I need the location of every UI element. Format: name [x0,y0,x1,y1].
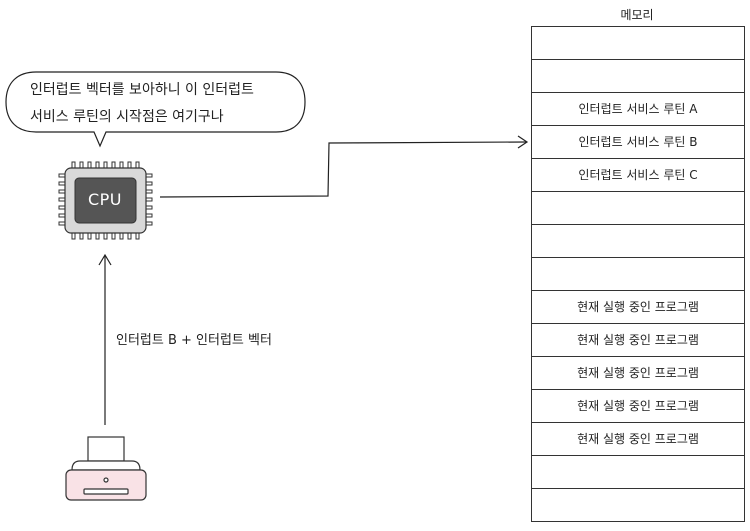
speech-bubble-line-2: 서비스 루틴의 시작점은 여기구나 [30,109,224,125]
memory-cell-isr-b: 인터럽트 서비스 루틴 B [532,126,744,159]
memory-cell-running-program: 현재 실행 중인 프로그램 [532,291,744,324]
memory-table: 인터럽트 서비스 루틴 A 인터럽트 서비스 루틴 B 인터럽트 서비스 루틴 … [531,26,745,522]
memory-title: 메모리 [620,8,654,22]
arrow-printer-to-cpu [98,253,112,425]
memory-cell [532,27,744,60]
interrupt-signal-label: 인터럽트 B + 인터럽트 벡터 [116,333,272,348]
memory-cell [532,60,744,93]
printer-icon [65,436,147,501]
memory-cell [532,489,744,522]
memory-cell-running-program: 현재 실행 중인 프로그램 [532,357,744,390]
arrow-cpu-to-memory [159,135,529,198]
cpu-chip-icon [58,161,153,240]
memory-cell-running-program: 현재 실행 중인 프로그램 [532,324,744,357]
speech-bubble-outline [5,71,306,148]
cpu-die [74,177,137,224]
memory-cell-running-program: 현재 실행 중인 프로그램 [532,390,744,423]
memory-cell-isr-a: 인터럽트 서비스 루틴 A [532,93,744,126]
memory-cell-isr-c: 인터럽트 서비스 루틴 C [532,159,744,192]
speech-bubble-line-1: 인터럽트 벡터를 보아하니 이 인터럽트 [30,82,254,98]
memory-cell [532,258,744,291]
memory-cell-running-program: 현재 실행 중인 프로그램 [532,423,744,456]
memory-cell [532,192,744,225]
cpu-label: CPU [87,190,123,209]
memory-cell [532,225,744,258]
memory-cell [532,456,744,489]
